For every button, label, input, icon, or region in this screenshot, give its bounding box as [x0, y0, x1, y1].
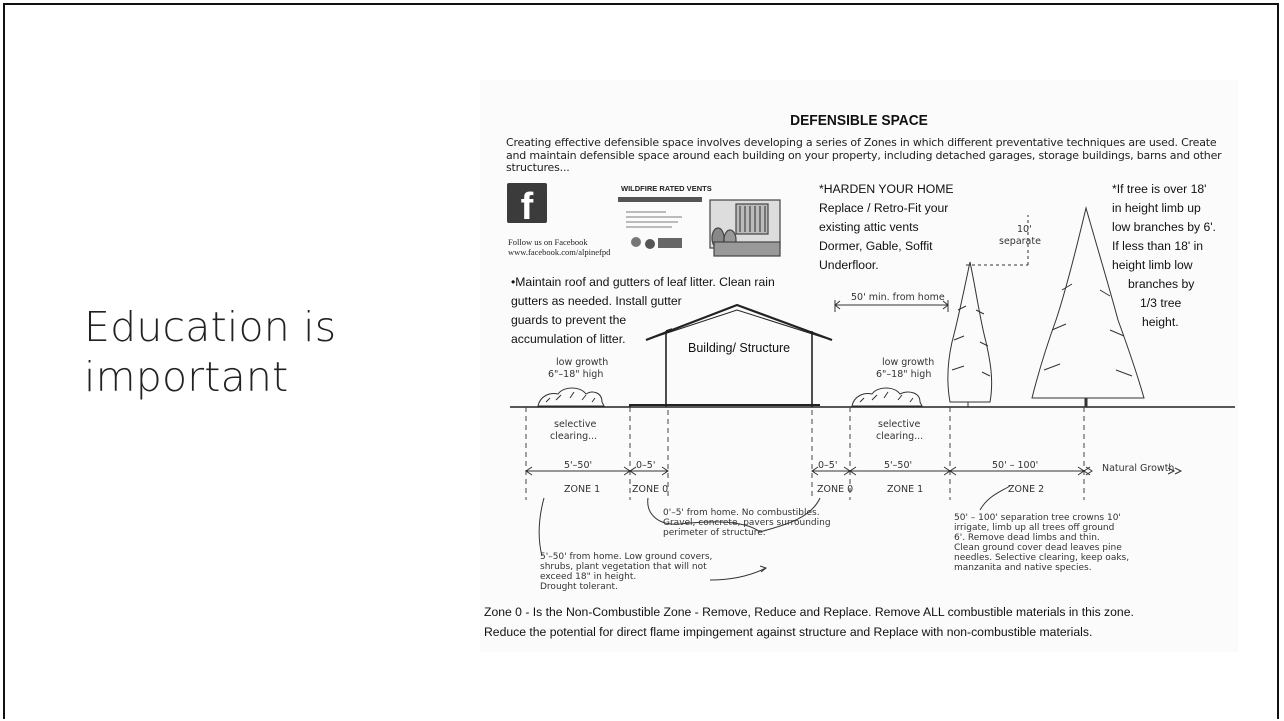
zone-0-right-label: ZONE 0 [817, 484, 853, 495]
zone-1-note-line-3: exceed 18" in height. [540, 572, 637, 582]
slide-title: Education is important [84, 303, 337, 401]
tree-note-line-8: height. [1142, 315, 1179, 329]
harden-line-5: Underfloor. [819, 258, 879, 272]
tree-note-line-7: 1/3 tree [1140, 296, 1182, 310]
building-roof [645, 303, 833, 342]
tree-note-line-1: *If tree is over 18' [1112, 182, 1207, 196]
zone-2-label: ZONE 2 [1008, 484, 1044, 495]
zone-2-note-line-2: irrigate, limb up all trees off ground [954, 523, 1115, 533]
separate-label: separate [999, 236, 1041, 247]
low-growth-left-1: low growth [556, 357, 608, 368]
zone-0-note-line-1: 0'–5' from home. No combustibles. [663, 508, 820, 518]
dim-5-50-left: 5'–50' [564, 460, 592, 471]
maintain-roof-note: •Maintain roof and gutters of leaf litte… [511, 273, 811, 349]
dim-0-5-right: 0–5' [818, 460, 837, 471]
small-tree [947, 261, 993, 407]
tree-note-line-4: If less than 18' in [1112, 239, 1204, 253]
maintain-line-2: gutters as needed. Install gutter [511, 294, 682, 308]
zone-1-right-label: ZONE 1 [887, 484, 923, 495]
maintain-line-1: •Maintain roof and gutters of leaf litte… [511, 275, 775, 289]
harden-line-4: Dormer, Gable, Soffit [819, 239, 933, 253]
tree-note-line-5: height limb low [1112, 258, 1193, 272]
vents-flyer-title: WILDFIRE RATED VENTS [621, 184, 712, 193]
low-growth-right-2: 6"–18" high [876, 369, 931, 380]
zone-1-note-line-1: 5'–50' from home. Low ground covers, [540, 552, 713, 562]
zone-0-footer-line-1: Zone 0 - Is the Non-Combustible Zone - R… [484, 605, 1134, 619]
maintain-line-4: accumulation of litter. [511, 332, 626, 346]
zone-0-footer: Zone 0 - Is the Non-Combustible Zone - R… [484, 602, 1234, 642]
dimension-lines [525, 466, 1183, 476]
zone-0-footer-line-2: Reduce the potential for direct flame im… [484, 625, 1093, 639]
callout-lines [538, 485, 1011, 581]
dim-50-100: 50' – 100' [992, 460, 1038, 471]
flyer-title: DEFENSIBLE SPACE [790, 112, 928, 129]
zone-0-note-line-3: perimeter of structure. [663, 528, 766, 538]
selective-left-1: selective [554, 419, 596, 430]
harden-line-1: *HARDEN YOUR HOME [819, 182, 954, 196]
min-from-home-label: 50' min. from home [851, 292, 945, 303]
zone-1-note: 5'–50' from home. Low ground covers, shr… [540, 552, 712, 592]
low-growth-right-1: low growth [882, 357, 934, 368]
facebook-logo-letter: f [520, 186, 534, 228]
vents-flyer-text-lines [626, 208, 686, 231]
zone-1-left-label: ZONE 1 [564, 484, 600, 495]
zone-0-note-line-2: Gravel, concrete, pavers surrounding [663, 518, 831, 528]
selective-left-2: clearing... [550, 431, 597, 442]
wildfire-vents-flyer: WILDFIRE RATED VENTS [618, 180, 788, 270]
shrub-right [851, 387, 923, 407]
facebook-line-1: Follow us on Facebook [508, 237, 588, 247]
facebook-logo-icon: f [507, 183, 547, 228]
flyer-intro: Creating effective defensible space invo… [506, 136, 1222, 174]
zone-2-note-line-1: 50' – 100' separation tree crowns 10' [954, 513, 1121, 523]
zone-1-note-line-2: shrubs, plant vegetation that will not [540, 562, 707, 572]
zone-2-note-line-6: manzanita and native species. [954, 563, 1092, 573]
separate-value: 10' [1017, 224, 1032, 235]
tree-note-line-6: branches by [1128, 277, 1195, 291]
zone-diagram: Building/ Structure low growth 6"–18" hi… [510, 206, 1235, 581]
dim-0-5-left: 0–5' [636, 460, 655, 471]
tree-limbing-note: *If tree is over 18' in height limb up l… [1112, 180, 1240, 332]
zone-2-note: 50' – 100' separation tree crowns 10' ir… [954, 513, 1129, 573]
zone-dividers [525, 407, 1085, 500]
large-tree [1031, 206, 1145, 407]
dim-natural-growth: Natural Growth [1102, 463, 1174, 474]
dim-5-50-right: 5'–50' [884, 460, 912, 471]
tree-note-line-2: in height limb up [1112, 201, 1201, 215]
zone-2-note-line-4: Clean ground cover dead leaves pine [954, 543, 1122, 553]
defensible-space-flyer: DEFENSIBLE SPACE Creating effective defe… [480, 80, 1238, 652]
selective-right-1: selective [878, 419, 920, 430]
shrub-left [537, 387, 605, 407]
harden-your-home-note: *HARDEN YOUR HOME Replace / Retro-Fit yo… [819, 180, 954, 275]
maintain-line-3: guards to prevent the [511, 313, 627, 327]
harden-line-2: Replace / Retro-Fit your [819, 201, 949, 215]
zone-2-note-line-3: 6'. Remove dead limbs and thin. [954, 533, 1100, 543]
tree-note-line-3: low branches by 6'. [1112, 220, 1216, 234]
building-label: Building/ Structure [688, 341, 790, 355]
vents-flyer-bar [618, 197, 702, 202]
facebook-follow-text: Follow us on Facebook www.facebook.com/a… [508, 237, 610, 257]
vents-illustration [631, 199, 781, 257]
low-growth-left-2: 6"–18" high [548, 369, 603, 380]
zone-2-note-line-5: needles. Selective clearing, keep oaks, [954, 553, 1130, 563]
zone-1-note-line-4: Drought tolerant. [540, 582, 618, 592]
zone-0-note: 0'–5' from home. No combustibles. Gravel… [663, 508, 831, 538]
selective-right-2: clearing... [876, 431, 923, 442]
facebook-line-2: www.facebook.com/alpinefpd [508, 247, 611, 257]
harden-line-3: existing attic vents [819, 220, 919, 234]
zone-0-left-label: ZONE 0 [632, 484, 668, 495]
